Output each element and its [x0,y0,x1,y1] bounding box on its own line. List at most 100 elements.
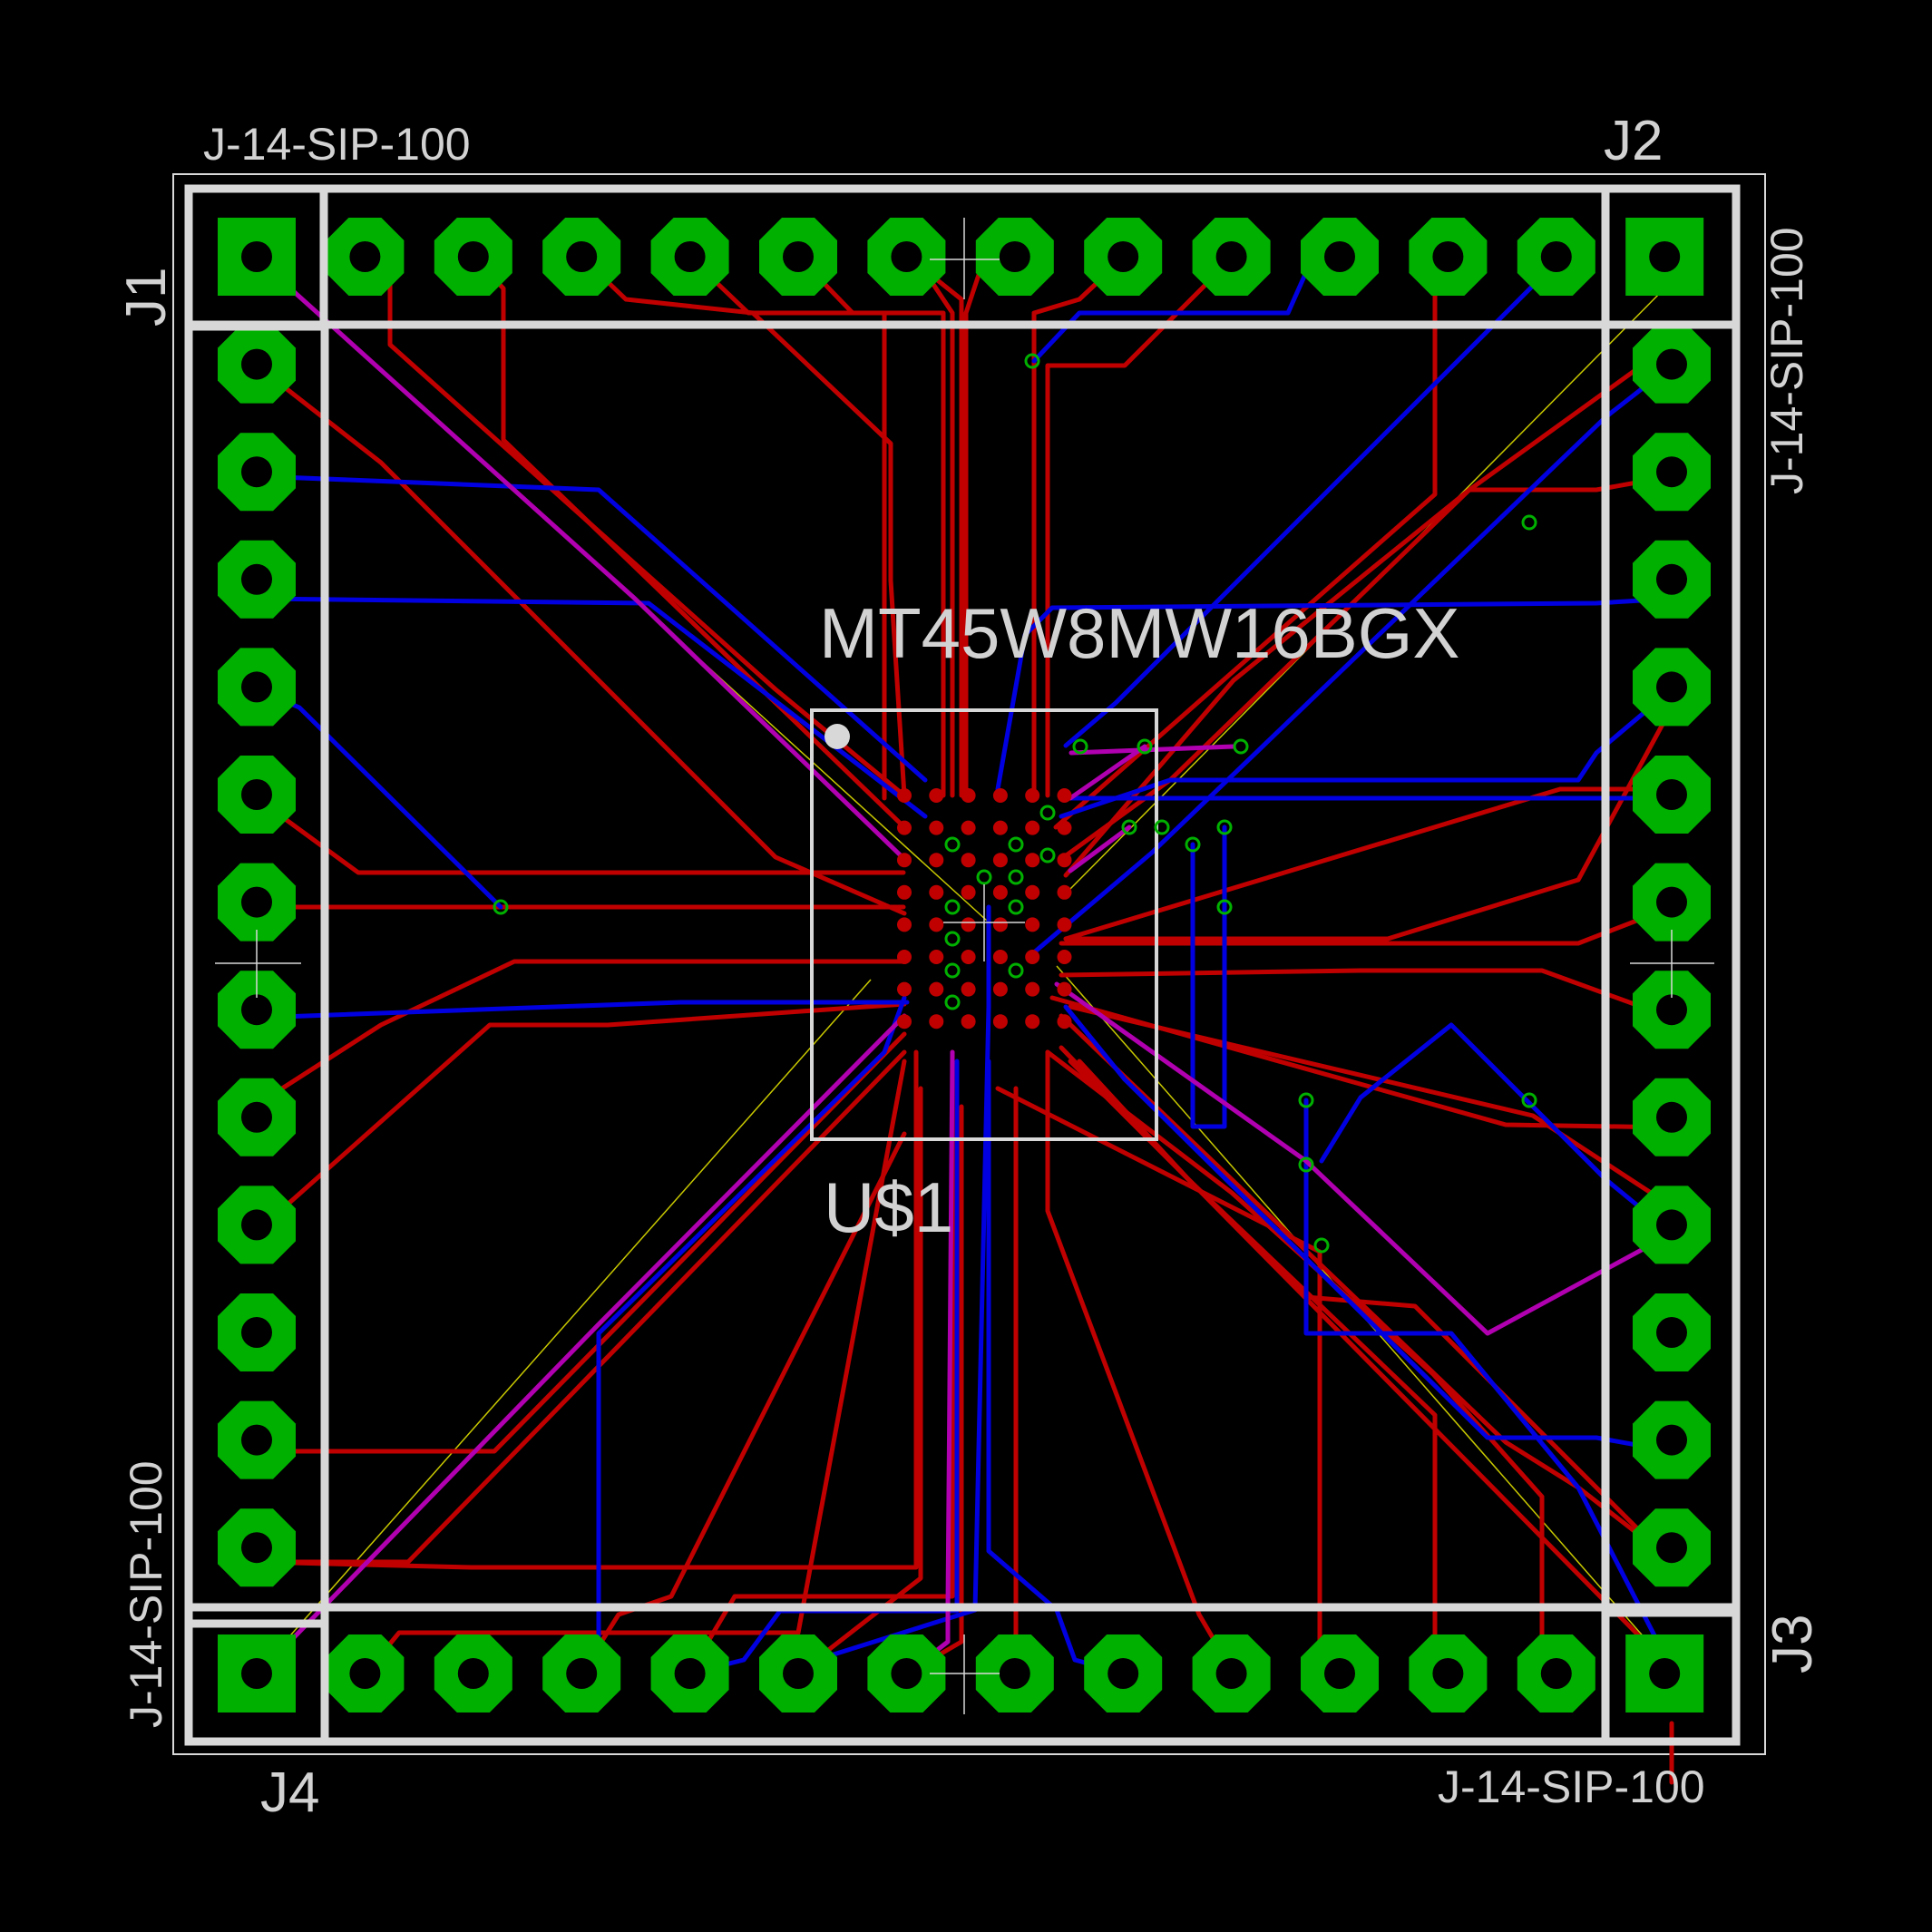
bga-ball [1025,788,1040,803]
bga-ball [1057,853,1072,868]
bga-ball [897,1014,912,1029]
bga-ball [992,853,1008,868]
j2-pad-13-hole [1656,1532,1687,1564]
bga-ball [897,884,912,900]
j4-outline [184,322,329,1746]
via [1039,805,1056,821]
bga-ball [1025,917,1040,932]
ic-outline [810,708,1158,1141]
via [1072,738,1088,755]
bga-ball [992,1014,1008,1029]
j4-pad-4-hole [241,563,272,595]
bga-ball [897,788,912,803]
j1-pad-4-hole [566,241,598,272]
trace [1068,825,1132,873]
j2-pad-12-hole [1656,1424,1687,1456]
j4-pad-8-hole [241,994,272,1026]
bga-ball [1057,950,1072,964]
via [1298,1156,1314,1173]
trace [254,1001,907,1234]
bga-ball [897,981,912,997]
bga-ball [961,853,976,868]
j3-pad-10-hole [1215,1658,1247,1689]
trace [254,473,928,783]
trace [254,1000,910,1020]
trace [687,254,887,801]
j4-pad-13-hole [241,1532,272,1564]
j4-pad-10-hole [241,1209,272,1241]
connector-silkscreen [184,184,1741,1746]
bga-ball [961,981,976,997]
bga-ball [929,917,944,932]
chip-title: MT45W8MW16BGX [819,593,1459,673]
bga-ball [961,917,976,932]
trace [1011,1086,1019,1676]
bga-ball [929,950,944,964]
vias [493,353,1537,1254]
j3-pad-13-hole [1540,1658,1572,1689]
via [1008,836,1024,853]
j1-pad-13-hole [1540,241,1572,272]
j3-pad-4-hole [566,1658,598,1689]
bga-ball [897,950,912,964]
j3-pad-6-hole [783,1658,814,1689]
via [944,899,961,915]
bga-ball [929,853,944,868]
trace [254,795,906,875]
j1-pad-5-hole [674,241,706,272]
bga-ball [961,820,976,835]
j3-pad-9-hole [1107,1658,1139,1689]
j4-pad-9-hole [241,1101,272,1133]
j4-pad-11-hole [241,1317,272,1348]
via [1185,836,1201,853]
j4-pad-6-hole [241,779,272,810]
via [1039,847,1056,864]
via [1298,1092,1314,1108]
bga-ball [1025,1014,1040,1029]
bga-ball [992,884,1008,900]
j3-pad-11-hole [1324,1658,1355,1689]
j1-pad-1-hole [241,241,272,272]
j3-pad-2-hole [349,1658,381,1689]
via [1008,962,1024,979]
trace [1068,744,1236,756]
trace [1068,744,1147,801]
bga-ball [961,1014,976,1029]
via [1216,819,1233,835]
bga-ball [1025,884,1040,900]
via [944,931,961,947]
j1-package-label: J-14-SIP-100 [203,119,471,170]
bga-ball [897,853,912,868]
j1-pad-10-hole [1215,241,1247,272]
bga-ball [929,1014,944,1029]
j4-pad-2-hole [241,348,272,380]
j1-pad-14-hole [1649,241,1681,272]
trace [579,254,907,798]
via [1008,869,1024,885]
j3-package-label: J-14-SIP-100 [1438,1761,1705,1812]
pin1-dot-icon [825,724,850,749]
j2-pad-11-hole [1656,1317,1687,1348]
bga-ball [1057,1014,1072,1029]
j2-ref-label: J2 [1604,110,1663,172]
via [944,962,961,979]
j3-pad-12-hole [1432,1658,1464,1689]
bga-ball [929,788,944,803]
j2-outline [1601,184,1741,1617]
j3-ref-label: J3 [1761,1615,1824,1673]
j4-package-label: J-14-SIP-100 [121,1460,171,1728]
trace [1319,1022,1674,1236]
j2-pad-9-hole [1656,1101,1687,1133]
bga-ball [992,788,1008,803]
j2-pad-10-hole [1656,1209,1687,1241]
bga-ball [1057,981,1072,997]
connector-pads [218,218,1711,1712]
via [976,869,992,885]
bga-ball [992,981,1008,997]
bga-ball [897,917,912,932]
j2-pad-8-hole [1656,994,1687,1026]
bga-ball [992,917,1008,932]
bga-ball [1025,820,1040,835]
j1-pad-6-hole [783,241,814,272]
bga-ball [961,950,976,964]
